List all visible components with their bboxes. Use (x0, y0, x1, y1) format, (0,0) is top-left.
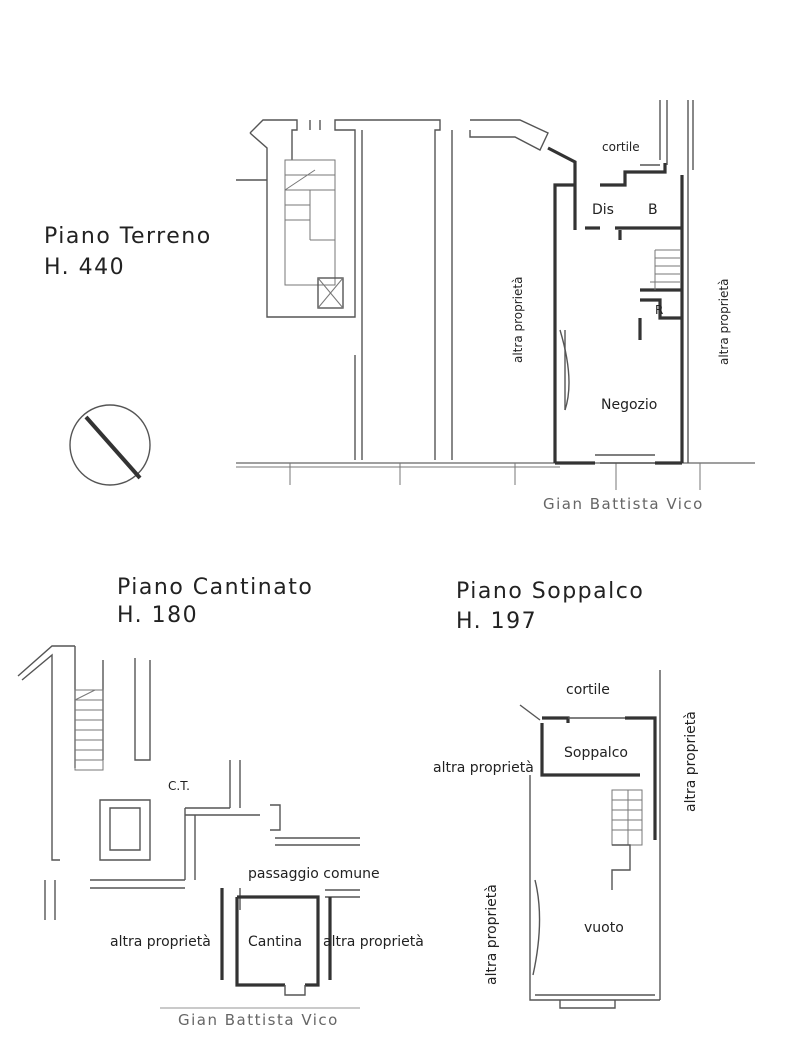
terreno-neighbor-right: altra proprietà (717, 279, 731, 365)
basement-stairs-icon (74, 689, 104, 771)
terreno-neighbor-left: altra proprietà (511, 277, 525, 363)
soppalco-height: H. 197 (456, 609, 537, 634)
piano-terreno-plan: Piano Terreno H. 440 (44, 100, 755, 513)
staircase-icon (284, 159, 336, 286)
cantinato-height: H. 180 (117, 603, 198, 628)
terreno-ripostiglio-label: R (655, 303, 663, 317)
terreno-street-label: Gian Battista Vico (543, 495, 704, 513)
cantinato-cantina-label: Cantina (248, 934, 302, 950)
soppalco-neighbor-right: altra proprietà (683, 711, 699, 812)
soppalco-cortile-label: cortile (566, 682, 610, 698)
soppalco-neighbor-left-bottom: altra proprietà (484, 884, 500, 985)
cantinato-neighbor-right: altra proprietà (323, 934, 424, 950)
piano-cantinato-plan: Piano Cantinato H. 180 C.T. (17, 575, 424, 1029)
soppalco-neighbor-left-top: altra proprietà (433, 760, 534, 776)
north-arrow-icon (69, 404, 151, 486)
terreno-dis-label: Dis (592, 202, 614, 218)
cantinato-passaggio-label: passaggio comune (248, 866, 380, 882)
terreno-cortile-label: cortile (602, 140, 640, 154)
elevator-icon (317, 277, 344, 309)
soppalco-title: Piano Soppalco (456, 579, 644, 604)
terreno-negozio-label: Negozio (601, 397, 657, 413)
piano-soppalco-plan: Piano Soppalco H. 197 cortile Soppalco v… (433, 579, 699, 1009)
cantinato-ct-label: C.T. (168, 779, 190, 793)
cantinato-title: Piano Cantinato (117, 575, 313, 600)
shop-stairs-icon (650, 249, 680, 290)
cantinato-neighbor-left: altra proprietà (110, 934, 211, 950)
cantinato-street-label: Gian Battista Vico (178, 1011, 339, 1029)
terreno-bagno-label: B (648, 202, 658, 218)
soppalco-room-label: Soppalco (564, 745, 628, 761)
terreno-title: Piano Terreno (44, 224, 212, 249)
soppalco-stairs-icon (611, 789, 643, 890)
terreno-height: H. 440 (44, 255, 125, 280)
soppalco-vuoto-label: vuoto (584, 920, 624, 936)
